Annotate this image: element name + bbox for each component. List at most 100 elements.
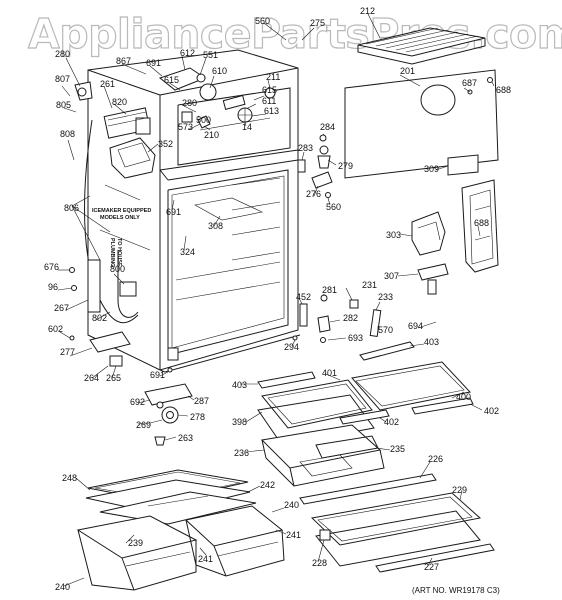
bracket-307 xyxy=(417,263,449,295)
part-label-210: 210 xyxy=(204,130,219,140)
part-label-248: 248 xyxy=(62,473,77,483)
part-label-400: 400 xyxy=(456,392,471,402)
part-label-573: 573 xyxy=(178,122,193,132)
water-supply-line xyxy=(83,119,139,324)
shelf-rail-403 xyxy=(257,371,316,389)
icemaker-note-line2: MODELS ONLY xyxy=(100,215,140,221)
part-label-805: 805 xyxy=(56,100,71,110)
shelf-frame-228 xyxy=(315,510,481,567)
part-label-269: 269 xyxy=(136,420,151,430)
glass-shelf-401 xyxy=(261,379,373,429)
part-label-692: 692 xyxy=(130,397,145,407)
part-label-277: 277 xyxy=(60,347,75,357)
part-label-275: 275 xyxy=(310,18,325,28)
part-label-352: 352 xyxy=(158,139,173,149)
glass-shelf-400 xyxy=(351,361,471,411)
rail-226 xyxy=(299,473,437,505)
part-label-694: 694 xyxy=(408,321,423,331)
part-label-500: 500 xyxy=(196,115,211,125)
plumbing-note-line1: TO HOUSE xyxy=(116,238,122,267)
part-label-242: 242 xyxy=(260,480,275,490)
part-label-212: 212 xyxy=(360,6,375,16)
temperature-control-parts xyxy=(297,134,333,198)
rail-227 xyxy=(375,543,495,573)
vegetable-pan-right xyxy=(184,505,285,577)
air-damper-assembly xyxy=(411,211,446,256)
part-label-602: 602 xyxy=(48,324,63,334)
art-number: (ART NO. WR19178 C3) xyxy=(412,586,500,595)
part-label-688: 688 xyxy=(496,85,511,95)
part-label-867: 867 xyxy=(116,56,131,66)
part-label-401: 401 xyxy=(322,368,337,378)
icemaker-assembly xyxy=(103,107,151,139)
crisper-pan-236 xyxy=(260,424,385,487)
fill-tube-parts xyxy=(74,81,93,101)
part-label-612: 612 xyxy=(180,48,195,58)
part-label-560: 560 xyxy=(326,202,341,212)
shelf-frame-398 xyxy=(257,394,375,446)
part-label-402: 402 xyxy=(484,406,499,416)
glass-shelf-229 xyxy=(310,492,482,546)
part-label-294: 294 xyxy=(284,342,299,352)
part-label-211: 211 xyxy=(266,72,280,82)
part-label-229: 229 xyxy=(452,485,467,495)
part-label-282: 282 xyxy=(343,313,358,323)
part-label-560: 560 xyxy=(255,16,270,26)
part-label-324: 324 xyxy=(180,247,195,257)
part-label-807: 807 xyxy=(55,74,70,84)
evaporator-fan-components xyxy=(158,67,276,129)
part-label-201: 201 xyxy=(400,66,415,76)
part-label-267: 267 xyxy=(54,303,69,313)
freezer-back-panel xyxy=(344,69,499,179)
part-label-615: 615 xyxy=(164,75,179,85)
part-number-labels: 560 275 212 280 612 551 807 867 691 610 211 201 805 2… xyxy=(44,6,511,592)
part-label-613: 613 xyxy=(264,106,279,116)
part-label-236: 236 xyxy=(234,448,249,458)
part-label-14: 14 xyxy=(242,122,252,132)
part-label-691: 691 xyxy=(166,207,181,217)
part-label-240: 240 xyxy=(55,582,70,592)
part-label-615: 615 xyxy=(262,85,277,95)
part-label-808: 808 xyxy=(60,129,75,139)
part-label-231: 231 xyxy=(362,280,377,290)
part-label-303: 303 xyxy=(386,230,401,240)
part-label-279: 279 xyxy=(338,161,353,171)
part-label-691: 691 xyxy=(146,58,161,68)
part-label-227: 227 xyxy=(424,562,439,572)
pan-cover-frame-242 xyxy=(85,479,257,525)
part-label-239: 239 xyxy=(128,538,143,548)
label-309 xyxy=(447,154,479,176)
part-label-241: 241 xyxy=(198,554,213,564)
part-label-688: 688 xyxy=(474,218,489,228)
part-label-228: 228 xyxy=(312,558,327,568)
part-label-398: 398 xyxy=(232,417,247,427)
leader-lines xyxy=(57,13,495,587)
icemaker-note-line1: ICEMAKER EQUIPPED xyxy=(92,208,151,214)
plumbing-note-line2: PLUMBING xyxy=(109,238,115,267)
part-label-800: 800 xyxy=(110,264,125,274)
bottom-hinge-hardware xyxy=(144,367,193,446)
part-label-264: 264 xyxy=(84,373,99,383)
part-label-551: 551 xyxy=(203,50,218,60)
part-label-610: 610 xyxy=(212,66,227,76)
part-label-287: 287 xyxy=(194,396,209,406)
part-label-611: 611 xyxy=(262,96,276,106)
part-label-693: 693 xyxy=(348,333,363,343)
part-label-284: 284 xyxy=(320,122,335,132)
part-label-281: 281 xyxy=(322,285,337,295)
control-housing xyxy=(461,179,499,273)
part-label-309: 309 xyxy=(424,164,439,174)
part-label-241: 241 xyxy=(286,530,301,540)
part-label-691: 691 xyxy=(150,370,165,380)
freezer-wire-shelf xyxy=(357,27,486,65)
watermark: AppliancePartsPros.com xyxy=(28,10,562,58)
part-label-278: 278 xyxy=(190,412,205,422)
part-label-96: 96 xyxy=(48,282,58,292)
part-label-308: 308 xyxy=(208,221,223,231)
part-label-280: 280 xyxy=(55,49,70,59)
part-label-276: 276 xyxy=(306,189,321,199)
part-label-265: 265 xyxy=(106,373,121,383)
part-label-402: 402 xyxy=(384,417,399,427)
part-label-452: 452 xyxy=(296,292,311,302)
